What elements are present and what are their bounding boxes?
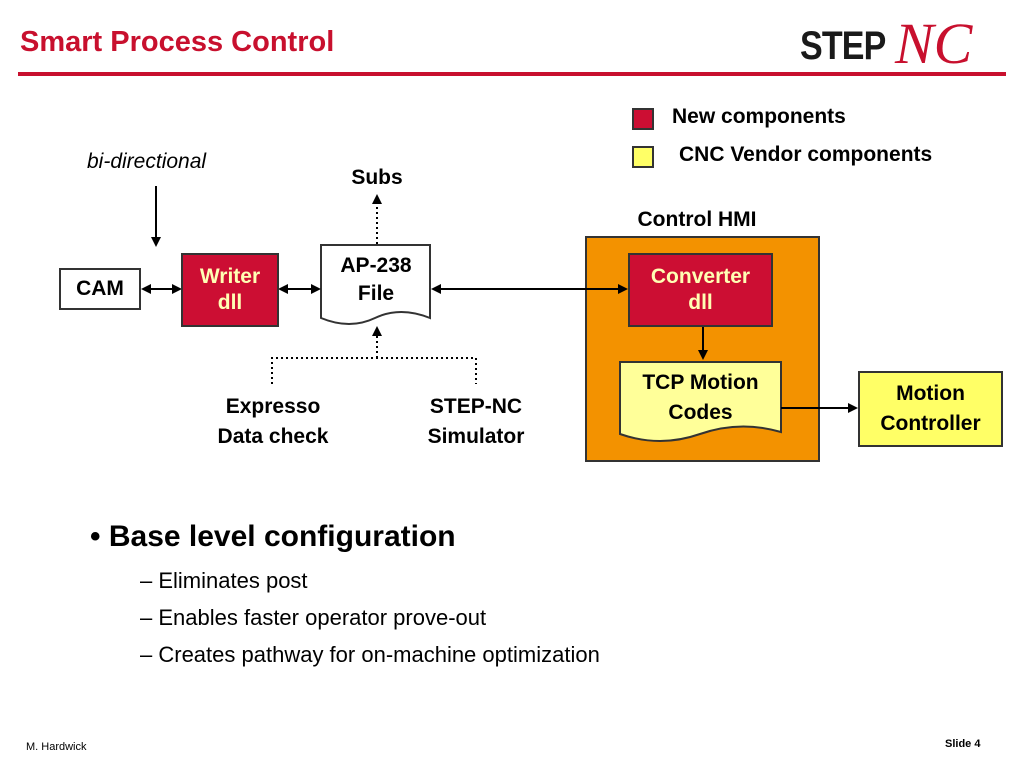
- logo-step-text: STEP: [800, 24, 886, 68]
- ap238-label: AP-238 File: [321, 252, 431, 308]
- bullet-sub-3: – Creates pathway for on-machine optimiz…: [140, 642, 600, 667]
- subs-label: Subs: [351, 166, 403, 189]
- bullet-sub-1: – Eliminates post: [140, 568, 308, 593]
- expresso-label: Expresso Data check: [198, 392, 348, 452]
- tcp-line1: TCP Motion: [642, 371, 759, 394]
- tcp-motion-label: TCP Motion Codes: [620, 368, 781, 428]
- expresso-line2: Data check: [217, 425, 329, 448]
- bullet-main: • Base level configuration: [90, 520, 456, 553]
- motion-line2: Controller: [880, 412, 981, 435]
- converter-line2: dll: [688, 291, 713, 314]
- title-rule: [18, 72, 1006, 76]
- simulator-label: STEP-NC Simulator: [401, 392, 551, 452]
- legend-vendor-swatch: [632, 146, 654, 168]
- bidirectional-label: bi-directional: [87, 150, 207, 173]
- motion-line1: Motion: [896, 382, 965, 405]
- tools-bracket: [271, 357, 477, 384]
- bullet-sub-2: – Enables faster operator prove-out: [140, 605, 487, 630]
- bullet-main-text: Base level configuration: [108, 520, 456, 553]
- bullet-sub-1-text: Eliminates post: [158, 568, 308, 593]
- control-hmi-label: Control HMI: [637, 208, 757, 231]
- converter-line1: Converter: [650, 265, 751, 288]
- cam-box: CAM: [59, 268, 141, 310]
- tcp-motion-codes-shape: [619, 361, 782, 442]
- footer-author: M. Hardwick: [26, 741, 87, 753]
- writer-line2: dll: [217, 291, 243, 314]
- legend-new-swatch: [632, 108, 654, 130]
- legend-new-label: New components: [672, 105, 846, 128]
- footer-slide-number: Slide 4: [945, 738, 981, 750]
- writer-dll-box: Writer dll: [181, 253, 279, 327]
- cam-label: CAM: [76, 277, 124, 300]
- writer-line1: Writer: [199, 265, 261, 288]
- simulator-line1: STEP-NC: [429, 395, 523, 418]
- expresso-line1: Expresso: [225, 395, 321, 418]
- slide-title: Smart Process Control: [20, 26, 335, 58]
- ap238-line1: AP-238: [340, 254, 412, 277]
- motion-controller-box: Motion Controller: [858, 371, 1003, 447]
- bullet-sub-3-text: Creates pathway for on-machine optimizat…: [158, 642, 600, 667]
- ap238-line2: File: [357, 282, 395, 305]
- logo-nc-text: NC: [895, 11, 973, 76]
- bullet-sub-2-text: Enables faster operator prove-out: [158, 605, 487, 630]
- converter-dll-box: Converter dll: [628, 253, 773, 327]
- simulator-line2: Simulator: [427, 425, 525, 448]
- ap238-file-shape: [320, 244, 431, 325]
- tcp-line2: Codes: [668, 401, 733, 424]
- legend-vendor-label: CNC Vendor components: [679, 143, 933, 166]
